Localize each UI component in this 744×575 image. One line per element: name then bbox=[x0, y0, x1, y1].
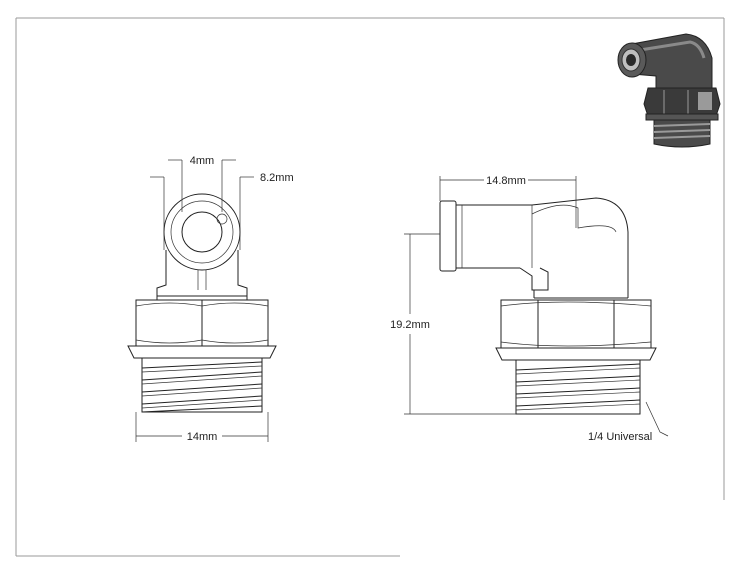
body-outer-circle bbox=[163, 193, 241, 271]
tube-bore-circle bbox=[181, 211, 223, 253]
dim-label-tube-od: 4mm bbox=[190, 155, 214, 167]
thread-callout: 1/4 Universal bbox=[588, 401, 669, 443]
collet-button bbox=[439, 200, 457, 272]
dim-14-8mm: 14.8mm bbox=[439, 175, 577, 228]
side-view: 14.8mm 19.2mm 1/4 Universal bbox=[390, 175, 669, 443]
dim-label-body-width: 8.2mm bbox=[260, 172, 294, 184]
elbow bbox=[531, 197, 629, 298]
dim-8-2mm: 8.2mm bbox=[150, 172, 294, 250]
neck bbox=[156, 250, 248, 300]
thread-callout-label: 1/4 Universal bbox=[588, 431, 652, 443]
flange bbox=[127, 345, 277, 359]
hex-nut bbox=[135, 299, 269, 347]
dim-19-2mm: 19.2mm bbox=[390, 233, 516, 415]
thread-side bbox=[515, 360, 641, 415]
fitting-3d-render bbox=[617, 33, 721, 148]
sheet-border bbox=[15, 17, 725, 557]
small-hole bbox=[216, 213, 228, 225]
dim-14mm: 14mm bbox=[135, 412, 269, 443]
dim-label-overall-height: 19.2mm bbox=[390, 319, 430, 331]
body-inner-circle bbox=[170, 200, 234, 264]
hex-nut-side bbox=[500, 299, 652, 349]
thread bbox=[141, 358, 263, 413]
dim-label-elbow-length: 14.8mm bbox=[486, 175, 526, 187]
front-view: 4mm 8.2mm 14mm bbox=[127, 155, 294, 443]
dim-4mm: 4mm bbox=[168, 155, 236, 212]
dim-label-hex-width: 14mm bbox=[187, 431, 218, 443]
